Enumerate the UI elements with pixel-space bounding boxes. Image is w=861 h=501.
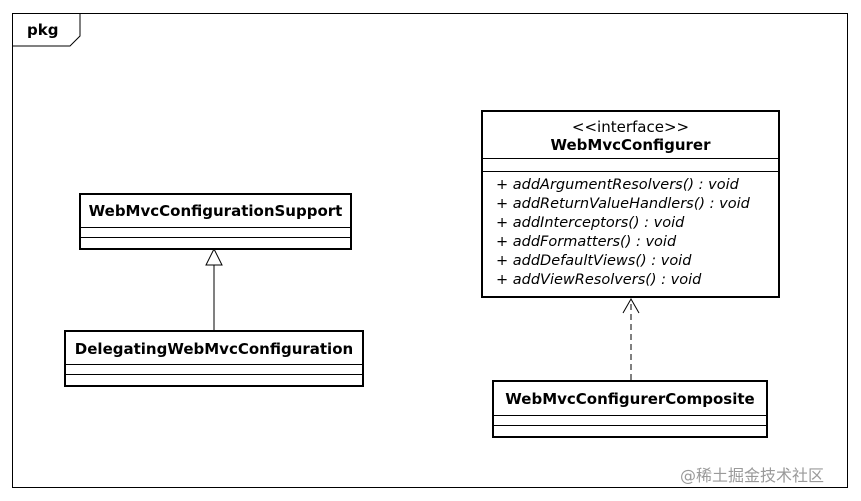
class-delegating-webmvc-configuration[interactable]: DelegatingWebMvcConfiguration bbox=[64, 330, 364, 387]
package-frame bbox=[12, 13, 848, 488]
interface-webmvc-configurer[interactable]: <<interface>> WebMvcConfigurer + addArgu… bbox=[481, 110, 780, 298]
operations-compartment bbox=[494, 425, 766, 426]
operation-item: + addDefaultViews() : void bbox=[496, 253, 692, 269]
operations-compartment bbox=[81, 237, 350, 238]
operations-compartment: + addArgumentResolvers() : void + addRet… bbox=[483, 171, 778, 290]
package-label: pkg bbox=[27, 21, 59, 39]
generalization-arrowhead bbox=[205, 247, 223, 266]
class-webmvc-configurer-composite[interactable]: WebMvcConfigurerComposite bbox=[492, 380, 768, 438]
operation-item: + addInterceptors() : void bbox=[496, 215, 685, 231]
class-name: WebMvcConfigurationSupport bbox=[88, 202, 343, 220]
attributes-compartment bbox=[66, 364, 362, 374]
class-name: WebMvcConfigurerComposite bbox=[505, 390, 755, 408]
operations-compartment bbox=[66, 374, 362, 375]
class-name: DelegatingWebMvcConfiguration bbox=[74, 340, 354, 358]
operation-item: + addViewResolvers() : void bbox=[496, 272, 702, 288]
class-webmvc-configuration-support[interactable]: WebMvcConfigurationSupport bbox=[79, 193, 352, 250]
class-name: WebMvcConfigurer bbox=[550, 136, 711, 154]
stereotype-label: <<interface>> bbox=[571, 118, 690, 136]
realization-arrowhead bbox=[622, 297, 640, 314]
package-tab-outline bbox=[13, 14, 81, 47]
attributes-compartment bbox=[483, 158, 778, 171]
watermark-text: @稀土掘金技术社区 bbox=[680, 466, 825, 485]
attributes-compartment bbox=[81, 227, 350, 237]
attributes-compartment bbox=[494, 415, 766, 425]
operation-item: + addFormatters() : void bbox=[496, 234, 677, 250]
operation-item: + addArgumentResolvers() : void bbox=[496, 177, 739, 193]
operation-item: + addReturnValueHandlers() : void bbox=[496, 196, 750, 212]
